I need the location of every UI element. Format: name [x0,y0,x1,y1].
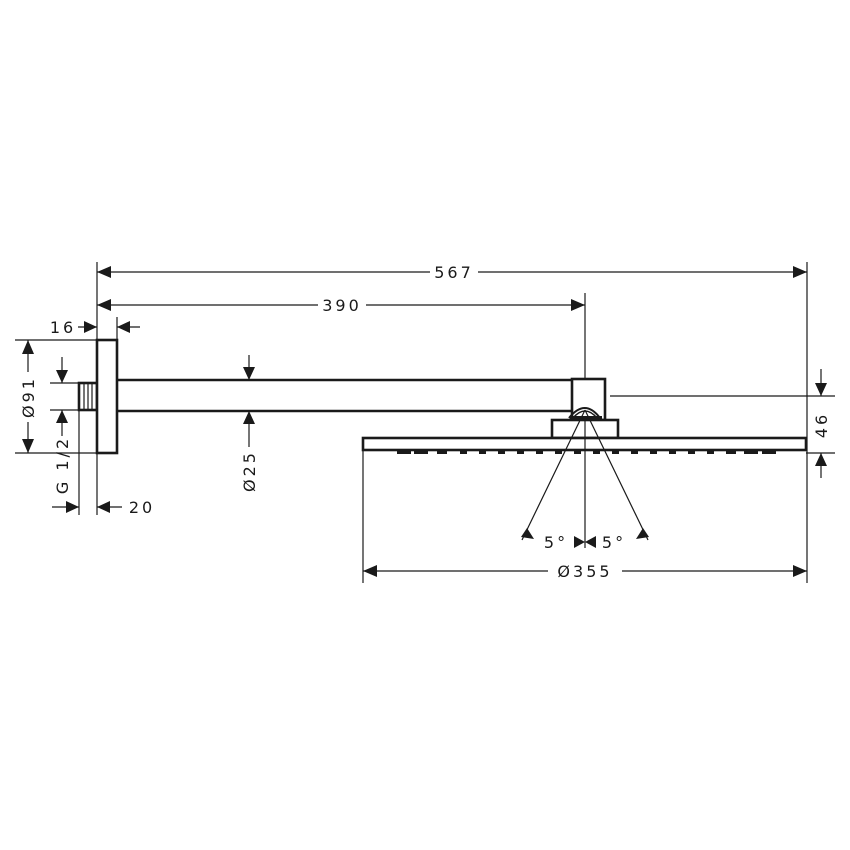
dim-16-label: 16 [50,318,76,337]
dim-tilt-angle: 5° 5° [521,528,649,552]
extension-lines [15,262,835,583]
dim-390-label: 390 [322,296,362,315]
wall-flange [95,338,119,455]
dim-tilt-right-label: 5° [602,533,626,552]
dim-thread-label: G 1/2 [53,436,72,494]
dim-d25-label: Ø25 [240,450,259,492]
thread-hatching [83,384,93,409]
dim-flange-diameter: Ø91 [19,340,38,453]
dim-567-label: 567 [434,263,474,282]
dim-arm-length: 390 [97,296,585,315]
dim-tilt-left-label: 5° [544,533,568,552]
dim-d91-label: Ø91 [19,376,38,418]
dim-overall-length: 567 [97,263,807,282]
dim-d355-label: Ø355 [557,562,612,581]
dim-46-label: 46 [812,412,831,438]
part-geometry [77,338,808,455]
dim-20-label: 20 [129,498,155,517]
ball-joint [568,407,601,419]
dim-thread: G 1/2 [53,357,72,494]
dim-thread-offset: 20 [52,498,155,517]
dim-arm-diameter: Ø25 [240,355,259,492]
dim-head-height: 46 [812,369,831,478]
dim-head-diameter: Ø355 [363,562,807,581]
dim-flange-depth: 16 [50,318,140,337]
nozzles [397,451,776,454]
